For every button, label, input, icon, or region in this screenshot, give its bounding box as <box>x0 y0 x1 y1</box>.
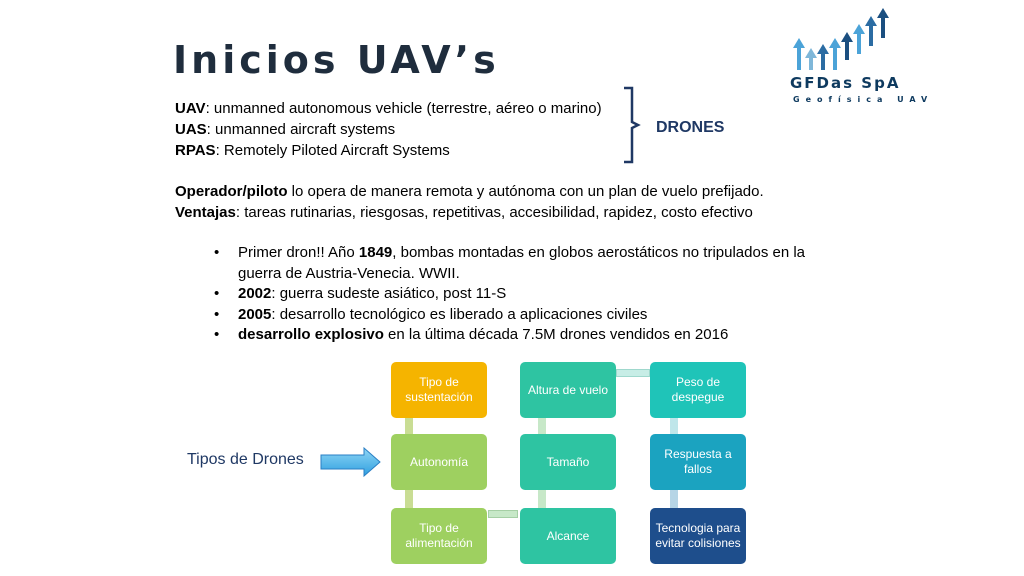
bullet-marker: • <box>214 326 220 343</box>
definition-uav: UAV: unmanned autonomous vehicle (terres… <box>175 100 602 117</box>
box-tipo-de-alimentacion: Tipo de alimentación <box>391 508 487 564</box>
definition-rpas: RPAS: Remotely Piloted Aircraft Systems <box>175 142 450 159</box>
connector <box>405 488 413 508</box>
definition-uas: UAS: unmanned aircraft systems <box>175 121 396 138</box>
bullet-marker: • <box>214 285 220 302</box>
box-tamano: Tamaño <box>520 434 616 490</box>
box-peso-de-despegue: Peso de despegue <box>650 362 746 418</box>
box-tipo-de-sustentacion: Tipo de sustentación <box>391 362 487 418</box>
box-autonomia: Autonomía <box>391 434 487 490</box>
page-title: Inicios UAV’s <box>173 38 500 82</box>
arrows-bar-chart-icon <box>793 8 889 70</box>
drones-label: DRONES <box>656 119 725 136</box>
connector <box>670 488 678 508</box>
tipos-de-drones-label: Tipos de Drones <box>187 451 304 468</box>
connector <box>405 418 413 434</box>
connector <box>538 488 546 508</box>
bullet-marker: • <box>214 306 220 323</box>
bullet-item-continuation: guerra de Austria-Venecia. WWII. <box>238 265 460 282</box>
logo-name: GFDas SpA <box>790 74 901 92</box>
operator-text: Operador/piloto lo opera de manera remot… <box>175 183 764 200</box>
bullet-item: Primer dron!! Año 1849, bombas montadas … <box>238 244 806 261</box>
advantages-text: Ventajas: tareas rutinarias, riesgosas, … <box>175 204 753 221</box>
bullet-item: 2002: guerra sudeste asiático, post 11-S <box>238 285 507 302</box>
box-altura-de-vuelo: Altura de vuelo <box>520 362 616 418</box>
connector <box>488 510 518 518</box>
connector <box>670 418 678 434</box>
bullet-item: desarrollo explosivo en la última década… <box>238 326 729 343</box>
box-respuesta-a-fallos: Respuesta a fallos <box>650 434 746 490</box>
connector <box>616 369 650 377</box>
right-bracket-icon <box>624 86 641 164</box>
bullet-marker: • <box>214 244 220 261</box>
connector <box>538 418 546 434</box>
logo-subtitle: Geofísica UAV <box>793 95 934 104</box>
bullet-item: 2005: desarrollo tecnológico es liberado… <box>238 306 648 323</box>
box-tecnologia-colisiones: Tecnologia para evitar colisiones <box>650 508 746 564</box>
right-arrow-icon <box>320 447 381 477</box>
box-alcance: Alcance <box>520 508 616 564</box>
